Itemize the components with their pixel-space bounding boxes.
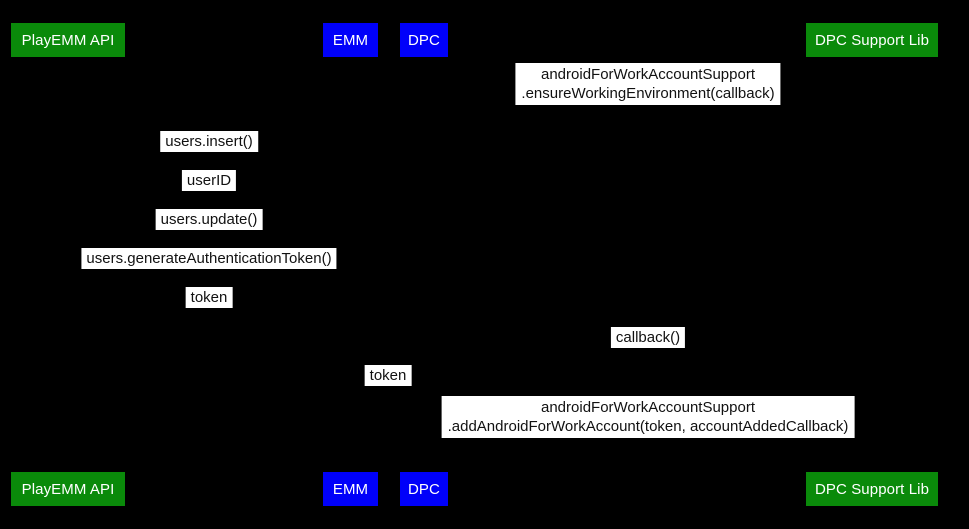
message-generate-authentication-token: users.generateAuthenticationToken() <box>81 248 337 269</box>
participant-emm-bottom: EMM <box>323 472 378 506</box>
message-users-insert: users.insert() <box>160 131 258 152</box>
message-line: .ensureWorkingEnvironment(callback) <box>521 85 775 102</box>
participant-dpc-support-lib-bottom: DPC Support Lib <box>806 472 938 506</box>
message-callback: callback() <box>610 327 686 348</box>
participant-emm-top: EMM <box>323 23 378 57</box>
message-token-forward: token <box>364 365 412 386</box>
participant-dpc-top: DPC <box>400 23 448 57</box>
participant-dpc-bottom: DPC <box>400 472 448 506</box>
participant-dpc-support-lib-top: DPC Support Lib <box>806 23 938 57</box>
message-users-update: users.update() <box>155 209 263 230</box>
message-line: .addAndroidForWorkAccount(token, account… <box>447 418 849 435</box>
message-line: androidForWorkAccountSupport <box>541 399 755 416</box>
message-add-android-for-work-account: androidForWorkAccountSupport .addAndroid… <box>441 396 855 438</box>
message-ensure-working-environment: androidForWorkAccountSupport .ensureWork… <box>515 63 781 105</box>
message-token-return: token <box>185 287 233 308</box>
message-userid: userID <box>181 170 237 191</box>
participant-playemm-api-bottom: PlayEMM API <box>11 472 125 506</box>
participant-playemm-api-top: PlayEMM API <box>11 23 125 57</box>
message-line: androidForWorkAccountSupport <box>540 66 755 83</box>
